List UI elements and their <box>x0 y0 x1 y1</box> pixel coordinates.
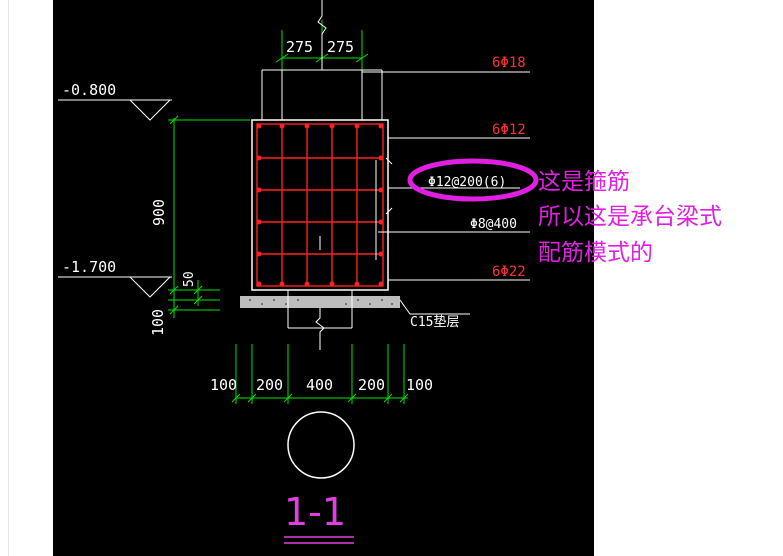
pile-section-circle <box>287 411 355 479</box>
bottom-dim-3: 400 <box>306 376 333 394</box>
bedding-pad <box>240 296 400 308</box>
annotation-line-2: 所以这是承台梁式 <box>538 204 722 230</box>
top-break-line <box>317 0 327 70</box>
elevation-upper <box>58 99 172 121</box>
bottom-dimension <box>231 344 409 404</box>
bottom-dim-1: 100 <box>210 376 237 394</box>
section-title: 1-1 <box>284 490 346 534</box>
column-outline <box>261 69 383 120</box>
elevation-lower <box>58 276 172 298</box>
bottom-dim-2: 200 <box>256 376 283 394</box>
pad-label: C15垫层 <box>410 314 459 330</box>
beam-outline <box>251 119 389 291</box>
rebar-leaders <box>362 71 530 281</box>
label-tie: Φ8@400 <box>470 217 517 232</box>
drawing-canvas <box>53 0 594 556</box>
internal-ticks <box>319 157 393 260</box>
rebar-dots <box>256 123 384 287</box>
annotation-line-3: 配筋模式的 <box>538 240 653 266</box>
stirrup-highlight-ellipse <box>407 158 539 202</box>
page-edge-line <box>8 0 9 556</box>
bottom-dim-4: 200 <box>358 376 385 394</box>
elevation-lower-label: -1.700 <box>62 258 116 276</box>
rebar-cage <box>256 123 384 287</box>
vertical-dimensions <box>168 115 250 318</box>
top-dim-right: 275 <box>327 38 354 56</box>
elevation-upper-label: -0.800 <box>62 81 116 99</box>
label-stirrup: Φ12@200(6) <box>428 175 506 190</box>
bottom-dim-5: 100 <box>406 376 433 394</box>
top-dim-left: 275 <box>286 38 313 56</box>
dim-cover: 50 <box>182 271 197 287</box>
dim-pad: 100 <box>149 309 167 336</box>
bedding-hatch <box>249 299 393 305</box>
label-top-bars: 6Φ18 <box>492 55 526 71</box>
label-side-bars: 6Φ12 <box>492 122 526 138</box>
pile-outline <box>287 290 470 350</box>
dim-height: 900 <box>150 199 168 226</box>
label-bottom-bars: 6Φ22 <box>492 264 526 280</box>
annotation-line-1: 这是箍筋 <box>538 169 630 195</box>
